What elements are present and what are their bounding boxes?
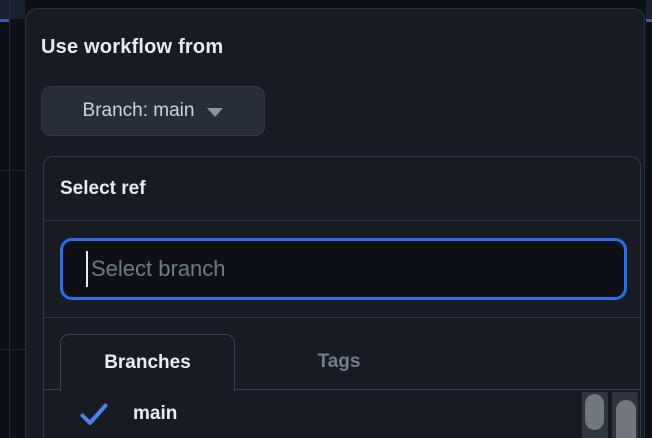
tab-branches[interactable]: Branches: [60, 334, 235, 391]
branch-name: main: [133, 403, 178, 424]
use-workflow-from-heading: Use workflow from: [41, 36, 224, 58]
branch-selector-label: Branch: main: [82, 100, 195, 121]
page-accent-line: [646, 19, 652, 22]
branch-list: main: [44, 390, 640, 438]
select-branch-input[interactable]: [60, 238, 627, 300]
branch-list-item-main[interactable]: main: [44, 390, 640, 438]
page-bg-fragment: [0, 0, 25, 19]
select-ref-header: Select ref: [44, 157, 640, 221]
tab-tags[interactable]: Tags: [274, 335, 404, 389]
page-divider: [0, 170, 25, 171]
page-divider: [9, 0, 10, 438]
select-ref-title: Select ref: [60, 177, 146, 199]
tab-branches-label: Branches: [104, 352, 191, 373]
ref-tabs: Branches Tags: [44, 318, 640, 391]
run-workflow-dropdown: Use workflow from Branch: main Select re…: [25, 8, 645, 438]
panel-scrollbar-thumb[interactable]: [616, 400, 636, 438]
tab-tags-label: Tags: [317, 351, 361, 372]
triangle-down-icon: [207, 108, 224, 117]
check-icon: [80, 403, 108, 425]
page-bg-fragment: [646, 0, 652, 19]
list-scrollbar-thumb[interactable]: [585, 394, 604, 430]
text-cursor: [86, 251, 88, 287]
page-divider: [0, 349, 25, 350]
select-ref-panel: Select ref Branches Tags ma: [43, 156, 641, 438]
ref-filter-section: [44, 221, 640, 318]
page-accent-line: [0, 19, 9, 22]
branch-selector-button[interactable]: Branch: main: [41, 86, 265, 136]
